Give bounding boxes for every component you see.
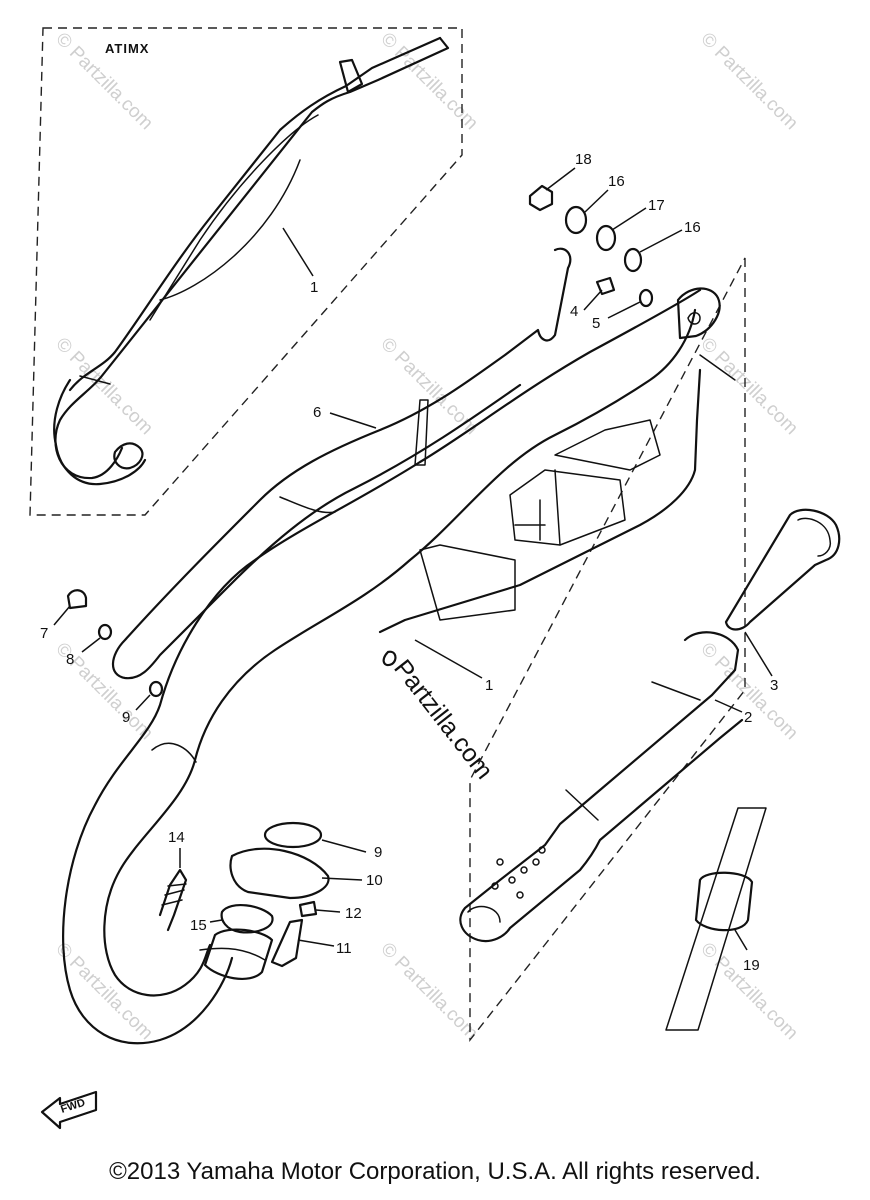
callout: 1 <box>485 677 493 694</box>
callout: 16 <box>684 219 701 236</box>
rubber-strap: 6 <box>111 247 572 680</box>
mount-hardware: 18 16 17 16 4 5 <box>528 151 701 332</box>
watermark: © Partzilla.com <box>696 639 801 744</box>
copyright-notice: ©2013 Yamaha Motor Corporation, U.S.A. A… <box>109 1158 761 1185</box>
model-label: ATIMX <box>105 41 149 56</box>
clamp-assembly: 19 <box>665 807 767 1031</box>
callout: 1 <box>310 279 318 296</box>
watermark: © Partzilla.com <box>376 939 481 1044</box>
watermark: © Partzilla.com <box>696 939 801 1044</box>
callout: 5 <box>592 315 600 332</box>
watermark-layer: © Partzilla.com © Partzilla.com © Partzi… <box>51 29 801 1044</box>
callout: 14 <box>168 829 185 846</box>
callout: 18 <box>575 151 592 168</box>
callout: 12 <box>345 905 362 922</box>
flange-hardware: 9 10 12 11 15 14 <box>158 821 383 980</box>
watermark: © Partzilla.com <box>696 29 801 134</box>
side-hardware: 7 8 9 <box>40 589 164 726</box>
callout: 2 <box>744 709 752 726</box>
callout: 8 <box>66 651 74 668</box>
callout: 15 <box>190 917 207 934</box>
silencer-frame <box>469 257 746 1043</box>
callout: 6 <box>313 404 321 421</box>
callout: 9 <box>374 844 382 861</box>
callout: 4 <box>570 303 578 320</box>
callout: 10 <box>366 872 383 889</box>
center-watermark: Partzilla.com <box>388 654 498 784</box>
callout: 3 <box>770 677 778 694</box>
callout: 17 <box>648 197 665 214</box>
inset-atimx: ATIMX 1 <box>29 27 463 516</box>
watermark: © Partzilla.com <box>696 334 801 439</box>
expansion-chamber: 1 <box>62 287 736 1045</box>
callout: 11 <box>336 940 352 957</box>
silencer: 3 2 <box>459 508 841 943</box>
fwd-label: FWD <box>59 1097 87 1116</box>
watermark: © Partzilla.com <box>51 939 156 1044</box>
callout: 16 <box>608 173 625 190</box>
callout: 9 <box>122 709 130 726</box>
callout: 7 <box>40 625 48 642</box>
fwd-arrow-icon: FWD <box>40 1090 98 1130</box>
callout: 19 <box>743 957 760 974</box>
watermark: © Partzilla.com <box>376 29 481 134</box>
